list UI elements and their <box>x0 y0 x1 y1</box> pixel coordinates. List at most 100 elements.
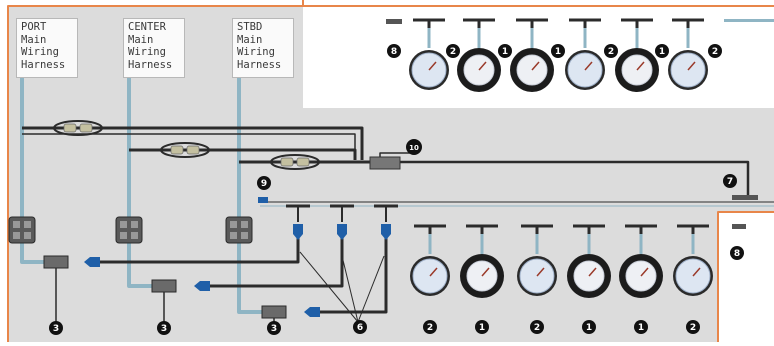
callout-8-right-circle <box>730 246 744 260</box>
frame-outline <box>7 0 774 342</box>
junction-block <box>369 156 401 170</box>
callout-7-label: 7 <box>727 177 733 187</box>
harness-connector-pin-c-2 <box>120 232 127 239</box>
top-gauge-needle-3 <box>531 61 540 71</box>
bottom-gauge-needle-4 <box>588 267 597 277</box>
inline-connector-1 <box>43 255 69 269</box>
top-row-stub-right <box>724 19 774 22</box>
callout-9-circle <box>257 176 271 190</box>
blue-tap-plug-2 <box>337 224 347 240</box>
right-gauge-panel <box>718 212 774 342</box>
harness-connector-pin-c-3 <box>230 232 237 239</box>
right-panel-stub <box>732 224 746 229</box>
loop-connector-2 <box>160 142 210 158</box>
callout-top-1-circle <box>446 44 460 58</box>
port-harness-line-2: Main <box>21 33 47 46</box>
harness-connector-pin-b-2 <box>131 221 138 228</box>
top-row-stub-left <box>386 19 402 24</box>
loop-plug-right-1 <box>79 123 93 133</box>
harness-connector-2 <box>115 216 143 244</box>
blue-plug-3 <box>304 307 320 317</box>
port-harness-line-4: Harness <box>21 58 66 71</box>
center-harness-line-3: Wiring <box>128 46 166 58</box>
callout-top-3-circle <box>551 44 565 58</box>
center-harness-line-2: Main <box>128 33 154 46</box>
stbd-harness-line-1: STBD <box>237 21 263 33</box>
callout-top-4-circle <box>604 44 618 58</box>
main-trunk-cable <box>400 160 750 195</box>
callout-10-label: 10 <box>409 144 419 152</box>
inline-connector-3 <box>261 305 287 319</box>
callout-3-port-label: 3 <box>53 324 59 334</box>
blue-tap-plug-1 <box>293 224 303 240</box>
wire-layer <box>20 78 774 323</box>
callout-3-stbd-circle <box>267 321 281 335</box>
callout-top-2-circle <box>498 44 512 58</box>
port-gauge-cable <box>90 232 300 264</box>
stbd-harness-line-4: Harness <box>237 58 282 71</box>
top-gauge-needle-5 <box>636 61 645 71</box>
harness-connector-pin-a-1 <box>13 221 20 228</box>
callout-6-lead-c <box>357 255 385 323</box>
callout-3-port-circle <box>49 321 63 335</box>
center-harness-label: CENTER Main Wiring Harness <box>123 18 185 78</box>
stbd-harness-lower-wire <box>237 243 262 314</box>
harness-connector-1 <box>8 216 36 244</box>
harness-connector-3 <box>225 216 253 244</box>
callout-top-2-label: 1 <box>502 47 508 57</box>
callout-bottom-2-circle <box>475 320 489 334</box>
center-loop-cable <box>129 148 357 160</box>
callout-8-right-label: 8 <box>734 249 740 259</box>
port-harness-lower-wire <box>20 243 46 264</box>
callout-bottom-1-circle <box>423 320 437 334</box>
loop-plug-right-3 <box>296 157 310 167</box>
callout-top-6-circle <box>708 44 722 58</box>
blue-plug-1 <box>84 257 100 267</box>
stbd-harness-line-2: Main <box>237 33 263 46</box>
callout-3-stbd-label: 3 <box>271 324 277 334</box>
top-gauge-needle-2 <box>478 61 487 71</box>
callout-top-4-label: 2 <box>608 47 614 57</box>
bottom-gauge-needle-2 <box>481 267 490 277</box>
callout-3-center-label: 3 <box>161 324 167 334</box>
callout-7-circle <box>723 174 737 188</box>
callout-bottom-5-circle <box>634 320 648 334</box>
callout-top-1-label: 2 <box>450 47 456 57</box>
bottom-gauge-needle-6 <box>692 267 701 277</box>
callout-bottom-1-label: 2 <box>427 323 433 333</box>
frame-border-inset <box>717 211 774 342</box>
port-harness-line-3: Wiring <box>21 46 59 58</box>
top-gauge-needle-6 <box>687 61 696 71</box>
harness-connector-pin-b-3 <box>241 221 248 228</box>
blue-tap-plug-3 <box>381 224 391 240</box>
harness-connector-pin-d-3 <box>241 232 248 239</box>
frame-border-left <box>7 0 304 342</box>
center-harness-lower-wire <box>127 243 152 288</box>
center-gauge-cable <box>200 232 344 288</box>
port-harness-line-1: PORT <box>21 21 47 33</box>
callout-6-circle <box>353 320 367 334</box>
loop-connector-1 <box>53 120 103 136</box>
port-harness-label: PORT Main Wiring Harness <box>16 18 78 78</box>
stbd-harness-label: STBD Main Wiring Harness <box>232 18 294 78</box>
callout-3-center-circle <box>157 321 171 335</box>
callout-10-circle <box>406 139 422 155</box>
harness-connector-pin-c-1 <box>13 232 20 239</box>
center-harness-line-4: Harness <box>128 58 173 71</box>
callout-bottom-3-circle <box>530 320 544 334</box>
bus-junction-right <box>732 195 758 200</box>
top-gauge-needle-4 <box>584 61 593 71</box>
callout-bottom-6-circle <box>686 320 700 334</box>
harness-connector-pin-d-1 <box>24 232 31 239</box>
bus-end-plug-left <box>258 197 268 203</box>
harness-connector-pin-d-2 <box>131 232 138 239</box>
loop-plug-left-2 <box>170 145 184 155</box>
callout-8-top-circle <box>387 44 401 58</box>
callout-bottom-2-label: 1 <box>479 323 485 333</box>
callout-bottom-4-circle <box>582 320 596 334</box>
callout-bottom-3-label: 2 <box>534 323 540 333</box>
bottom-gauge-needle-5 <box>640 267 649 277</box>
